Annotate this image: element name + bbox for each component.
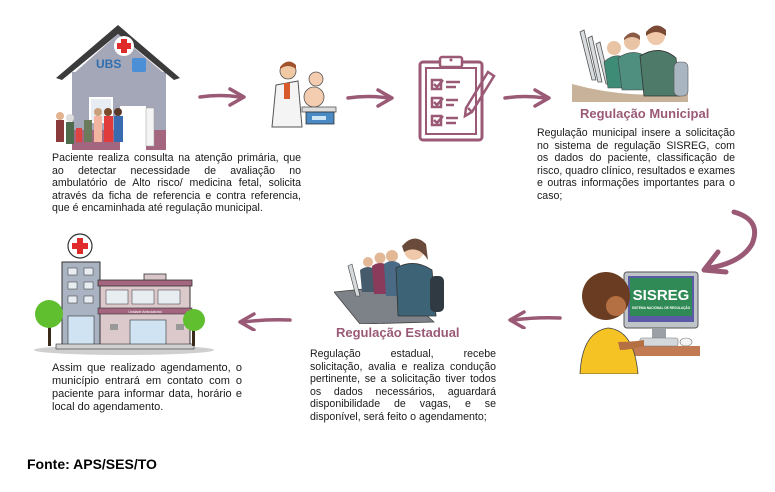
source-footnote: Fonte: APS/SES/TO	[27, 456, 157, 472]
regulacao-municipal-description: Regulação municipal insere a solicitação…	[537, 127, 735, 202]
clipboard-checklist-icon	[418, 54, 498, 142]
regulacao-estadual-description: Regulação estadual, recebe solicitação, …	[310, 348, 496, 423]
arrow-right-icon	[503, 88, 553, 108]
call-center-team-icon	[334, 236, 446, 324]
regulacao-municipal-title: Regulação Municipal	[580, 106, 710, 121]
arrow-left-icon	[506, 309, 562, 329]
svg-text:SISTEMA NACIONAL DE REGULAÇÃO: SISTEMA NACIONAL DE REGULAÇÃO	[632, 305, 691, 310]
curved-arrow-down-left-icon	[696, 206, 762, 276]
ubs-step-description: Paciente realiza consulta na atenção pri…	[52, 152, 301, 215]
ubs-clinic-icon: UBS	[52, 20, 184, 150]
computer-sisreg-icon: SISREG SISTEMA NACIONAL DE REGULAÇÃO	[578, 262, 700, 374]
svg-text:Unidade Ambulatorial: Unidade Ambulatorial	[128, 310, 161, 314]
hospital-building-icon: Unidade Ambulatorial	[32, 232, 214, 356]
doctor-baby-scale-icon	[268, 55, 340, 130]
svg-text:SISREG: SISREG	[633, 287, 690, 304]
arrow-right-icon	[198, 87, 248, 107]
svg-text:UBS: UBS	[96, 57, 121, 71]
ambulatorio-step-description: Assim que realizado agendamento, o munic…	[52, 362, 242, 413]
arrow-left-icon	[236, 311, 292, 331]
regulacao-estadual-title: Regulação Estadual	[336, 325, 460, 340]
arrow-right-icon	[346, 88, 396, 108]
call-center-operators-icon	[570, 22, 695, 104]
